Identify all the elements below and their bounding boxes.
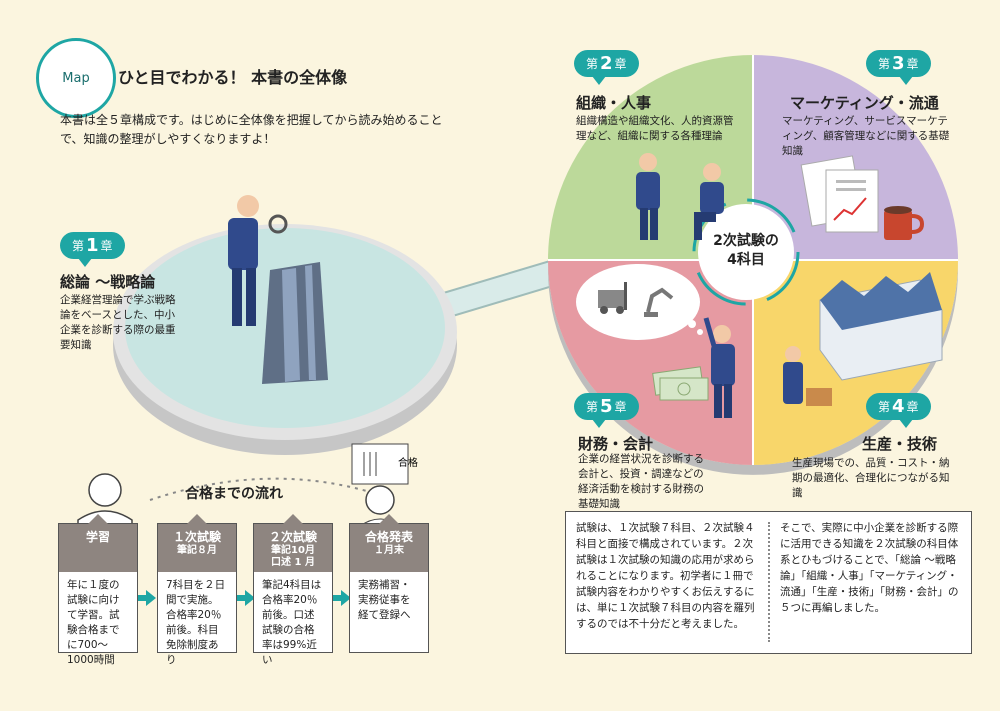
certificate-text-glyph: 合格 — [398, 456, 418, 469]
businessmen-icon — [636, 153, 724, 240]
mug-icon — [884, 206, 925, 240]
chapter-3-desc: マーケティング、サービスマーケティング、顧客管理などに関する基礎知識 — [782, 115, 950, 157]
factory-icon — [783, 272, 943, 406]
flow-step-second-exam-sub: 筆記10月 — [271, 545, 315, 556]
flow-step-announcement-title: 合格発表 — [364, 530, 413, 544]
flow-step-first-exam-sub: 筆記８月 — [177, 545, 217, 556]
forklift-icon — [598, 282, 627, 314]
chapter-5-suffix: 章 — [614, 400, 627, 414]
chapter-3-suffix: 章 — [906, 57, 919, 71]
flow-step-second-exam-title: ２次試験 — [268, 530, 317, 544]
map-badge: Map — [36, 38, 116, 118]
robot-arm-icon — [644, 287, 674, 317]
flow-arrow-3 — [333, 590, 351, 606]
chapter-2-number: 2 — [600, 53, 613, 74]
chapter-5-prefix: 第 — [586, 400, 599, 414]
flow-step-study-body: 年に１度の試験に向けて学習。試験合格までに700～1000時間 — [67, 579, 120, 666]
chapter-4-prefix: 第 — [878, 400, 891, 414]
chapter-2-suffix: 章 — [614, 57, 627, 71]
chapter-3-number: 3 — [892, 53, 905, 74]
chapter-1-prefix: 第 — [72, 239, 85, 253]
flow-arrow-1 — [138, 590, 156, 606]
thought-bubble — [576, 264, 703, 340]
chapter-2-desc: 組織構造や組織文化、人的資源管理など、組織に関する各種理論 — [576, 115, 734, 142]
explanation-left: 試験は、１次試験７科目、２次試験４科目と面接で構成されています。２次試験は１次試… — [576, 522, 755, 630]
chapter-2-prefix: 第 — [586, 57, 599, 71]
flow-step-study-title: 学習 — [85, 530, 110, 544]
money-icon — [652, 366, 709, 401]
flow-step-announcement-body: 実務補習・実務従事を経て登録へ — [358, 579, 411, 621]
cycle-arrows-icon — [692, 198, 800, 306]
flow-step-announcement-sub: １月末 — [374, 545, 404, 556]
chapter-4-suffix: 章 — [906, 400, 919, 414]
chapter-3-prefix: 第 — [878, 57, 891, 71]
flow-step-study: 学習 年に１度の試験に向けて学習。試験合格までに700～1000時間 — [58, 514, 138, 666]
map-badge-label: Map — [62, 70, 90, 86]
flow-step-first-exam: １次試験 筆記８月 7科目を２日間で実施。合格率20％前後。科目免除制度あり — [157, 514, 237, 666]
lead-text: 本書は全５章構成です。はじめに全体像を把握してから読み始めることで、知識の整理が… — [60, 113, 443, 146]
flow-step-second-exam: ２次試験 筆記10月 口述 1 月 筆記4科目は合格率20％前後。口述試験の合格… — [253, 514, 333, 666]
chapter-5-desc: 企業の経営状況を診断する会計と、投資・調達などの経済活動を検討する財務の基礎知識 — [578, 453, 704, 510]
chapter-5-title: 財務・会計 — [578, 435, 654, 453]
flow-step-second-exam-head: ２次試験 筆記10月 口述 1 月 — [254, 524, 332, 572]
pie-center-line-2: 4科目 — [727, 252, 765, 268]
businessman-raising-hand-icon — [703, 317, 735, 418]
documents-icon — [800, 155, 879, 233]
flow-step-second-exam-body: 筆記4科目は合格率20％前後。口述試験の合格率は99%近い — [262, 579, 322, 666]
pie-center-line-1: 2次試験の — [713, 233, 779, 249]
flow-arrow-2 — [237, 590, 255, 606]
flow-step-first-exam-body: 7科目を２日間で実施。合格率20％前後。科目免除制度あり — [166, 579, 226, 666]
chapter-4-title: 生産・技術 — [862, 435, 938, 453]
chapter-4-desc: 生産現場での、品質・コスト・納期の最適化、合理化につながる知識 — [792, 457, 950, 499]
chapter-4-number: 4 — [892, 396, 905, 417]
flow-step-announcement-head: 合格発表 １月末 — [350, 524, 428, 572]
explanation-box: 試験は、１次試験７科目、２次試験４科目と面接で構成されています。２次試験は１次試… — [565, 511, 972, 654]
chapter-1-desc: 企業経営理論で学ぶ戦略論をベースとした、中小企業を診断する際の最重要知識 — [60, 294, 176, 351]
flow-step-second-exam-sub2: 口述 1 月 — [271, 557, 315, 568]
chapter-5-number: 5 — [600, 396, 613, 417]
skyscraper-icon — [262, 262, 328, 384]
chapter-3-title: マーケティング・流通 — [790, 94, 939, 112]
explanation-divider — [768, 522, 770, 642]
chapter-2-title: 組織・人事 — [576, 94, 652, 112]
flow-step-announcement: 合格発表 １月末 実務補習・実務従事を経て登録へ — [349, 514, 429, 653]
chapter-1-suffix: 章 — [100, 239, 113, 253]
flow-title: 合格までの流れ — [185, 486, 283, 502]
explanation-right: そこで、実際に中小企業を診断する際に活用できる知識を２次試験の科目体系とひもづけ… — [780, 522, 959, 614]
page-title: ひと目でわかる！ 本書の全体像 — [118, 68, 348, 87]
flow-step-first-exam-title: １次試験 — [172, 530, 221, 544]
chapter-1-number: 1 — [86, 235, 99, 256]
flow-step-study-head: 学習 — [59, 524, 137, 572]
flow-step-first-exam-head: １次試験 筆記８月 — [158, 524, 236, 572]
pie-center-label: 2次試験の 4科目 — [706, 232, 786, 270]
chapter-1-title: 総論 ～戦略論 — [60, 273, 156, 291]
businessman-icon — [228, 195, 288, 326]
